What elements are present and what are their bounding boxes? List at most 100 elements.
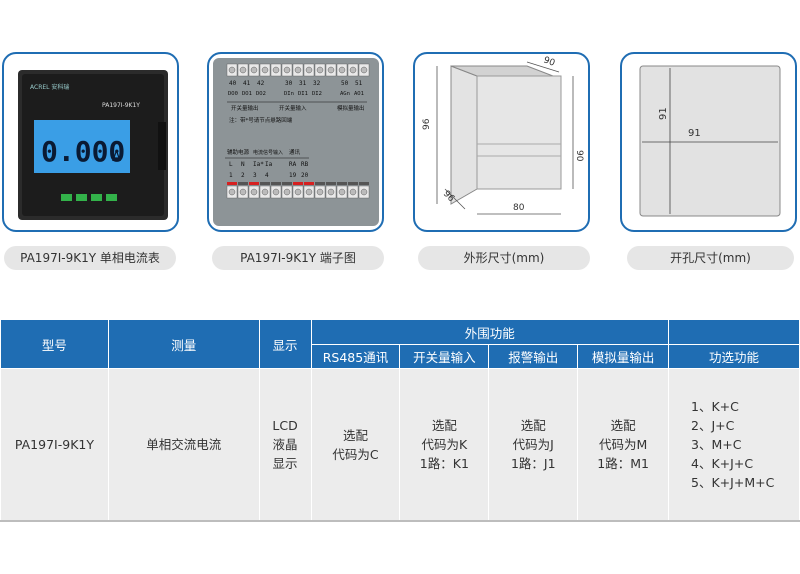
meter-image-card: ACREL 安科瑞 PA197I-9K1Y 0.000 A: [2, 52, 179, 232]
header-rs485: RS485通讯: [310, 344, 401, 369]
terminal-screw-head: [272, 188, 280, 196]
terminal-marker: [293, 182, 303, 185]
bottom-group-label: 辅助电源: [227, 148, 250, 156]
terminal-number: 19: [289, 172, 297, 179]
dim-width: 80: [513, 203, 525, 213]
cell-line: 选配: [342, 427, 368, 443]
table-row: PA197I-9K1Y 单相交流电流 LCD 液晶 显示 选配 代码为C 选配 …: [0, 368, 800, 521]
cell-line: 选配: [431, 418, 457, 433]
terminal-screw-head: [283, 188, 291, 196]
terminal-marker: [238, 182, 248, 185]
terminal-screw-head: [228, 188, 236, 196]
bottom-group-label: 电流信号输入: [253, 149, 283, 156]
terminal-code: AO1: [354, 91, 364, 97]
terminal-screw-head: [360, 188, 368, 196]
cutout-caption: 开孔尺寸(mm): [627, 246, 794, 270]
terminal-screw-head: [316, 188, 324, 196]
dim-vertical: 91: [658, 107, 669, 120]
cell-line: 选配: [610, 418, 636, 433]
terminal-number: 51: [355, 80, 363, 87]
dim-depth: 90: [542, 55, 556, 68]
terminal-number: 41: [243, 80, 251, 87]
top-group-label: 开关量输出: [231, 104, 259, 112]
terminal-screw-head: [272, 66, 280, 74]
lcd-screen: [34, 120, 130, 173]
lcd-reading: 0.000: [41, 135, 125, 168]
header-measure: 测量: [107, 319, 260, 369]
header-display: 显示: [258, 319, 312, 369]
terminal-code: N: [241, 161, 245, 168]
terminal-screw-head: [305, 66, 313, 74]
terminal-screw-head: [239, 66, 247, 74]
cell-line: 5、K+J+M+C: [691, 475, 775, 490]
terminal-number: 3: [253, 172, 257, 179]
terminal-screw-head: [250, 66, 258, 74]
terminal-screw-head: [294, 66, 302, 74]
terminal-number: 31: [299, 80, 307, 87]
cell-rs485: 选配 代码为C: [310, 368, 401, 521]
outline-caption: 外形尺寸(mm): [418, 246, 590, 270]
cell-line: 1路：K1: [419, 456, 469, 471]
dim-right: 90: [574, 150, 584, 162]
cell-line: 显示: [272, 456, 298, 471]
meter-illustration: ACREL 安科瑞 PA197I-9K1Y 0.000 A: [18, 70, 168, 220]
meter-caption: PA197I-9K1Y 单相电流表: [4, 246, 176, 270]
terminal-marker: [282, 182, 292, 185]
terminal-screw-head: [316, 66, 324, 74]
cell-line: 选配: [520, 418, 546, 433]
header-peripheral: 外围功能: [310, 319, 670, 345]
bottom-group-label: 通讯: [289, 148, 301, 156]
terminal-marker: [337, 182, 347, 185]
cell-alarm-output: 选配 代码为J 1路：J1: [488, 368, 579, 521]
dim-height: 96: [422, 118, 432, 130]
outline-dimensions-card: 96 90 90 96 80: [413, 52, 590, 232]
terminal-number: 30: [285, 80, 293, 87]
header-alarm-output: 报警输出: [488, 344, 579, 369]
terminal-screw-head: [261, 188, 269, 196]
terminal-screw-head: [338, 188, 346, 196]
terminal-marker: [271, 182, 281, 185]
terminal-number: 32: [313, 80, 321, 87]
terminal-marker: [359, 182, 369, 185]
terminal-number: 40: [229, 80, 237, 87]
terminal-screw-head: [261, 66, 269, 74]
terminal-screw-head: [228, 66, 236, 74]
cell-model: PA197I-9K1Y: [0, 368, 109, 521]
dim-horizontal: 91: [688, 128, 701, 139]
cell-line: 3、M+C: [691, 437, 742, 452]
terminal-code: DO1: [242, 91, 252, 97]
header-analog-output: 模拟量输出: [577, 344, 670, 369]
header-switch-input: 开关量输入: [399, 344, 490, 369]
cell-line: 2、J+C: [691, 418, 735, 433]
terminal-number: 20: [301, 172, 309, 179]
terminal-screw-head: [327, 188, 335, 196]
terminal-number: 2: [241, 172, 245, 179]
terminal-code: DO0: [228, 91, 238, 97]
terminal-number: 4: [265, 172, 269, 179]
cutout-dimensions-card: 91 91: [620, 52, 797, 232]
terminal-screw-head: [250, 188, 258, 196]
terminal-marker: [348, 182, 358, 185]
front-button: [76, 194, 87, 201]
terminal-number: 1: [229, 172, 233, 179]
terminal-screw-head: [327, 66, 335, 74]
terminal-number: 50: [341, 80, 349, 87]
terminal-code: Ia: [265, 161, 273, 168]
cell-line: 代码为K: [421, 437, 468, 452]
terminal-code: DI2: [312, 91, 322, 97]
terminal-marker: [315, 182, 325, 185]
outline-drawing: 96 90 90 96 80: [422, 55, 584, 215]
cell-analog-output: 选配 代码为M 1路：M1: [577, 368, 670, 521]
terminal-marker: [249, 182, 259, 185]
cell-line: 代码为J: [512, 437, 554, 452]
table-bottom-rule: [0, 520, 800, 522]
terminal-code: Ia*: [253, 161, 264, 168]
cell-display: LCD 液晶 显示: [258, 368, 312, 521]
terminal-code: RA: [289, 161, 297, 168]
front-button: [91, 194, 102, 201]
terminal-screw-head: [239, 188, 247, 196]
terminal-screw-head: [338, 66, 346, 74]
front-button: [61, 194, 72, 201]
